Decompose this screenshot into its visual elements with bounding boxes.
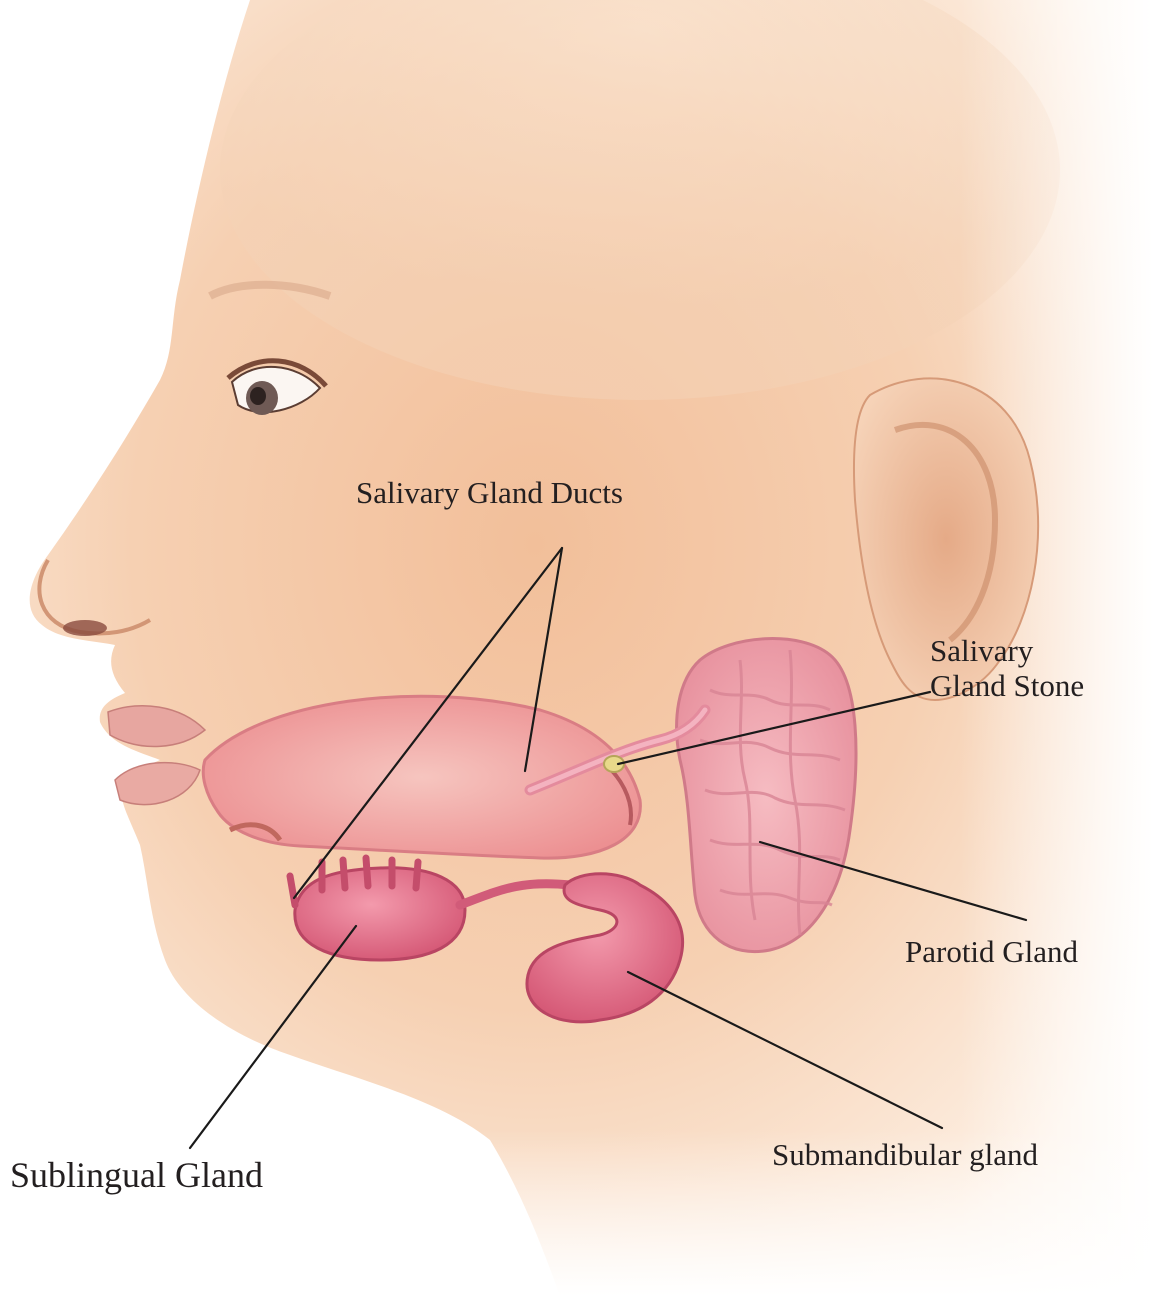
parotid-gland-shape: [677, 639, 856, 952]
sublingual-gland-label: Sublingual Gland: [10, 1155, 263, 1195]
submandibular-gland-label: Submandibular gland: [772, 1138, 1038, 1173]
salivary-gland-ducts-label: Salivary Gland Ducts: [356, 476, 623, 511]
salivary-gland-stone-label: Salivary Gland Stone: [930, 634, 1084, 703]
salivary-gland-stone-line1: Salivary: [930, 634, 1084, 669]
salivary-gland-stone-line2: Gland Stone: [930, 669, 1084, 704]
parotid-gland-label: Parotid Gland: [905, 935, 1078, 970]
